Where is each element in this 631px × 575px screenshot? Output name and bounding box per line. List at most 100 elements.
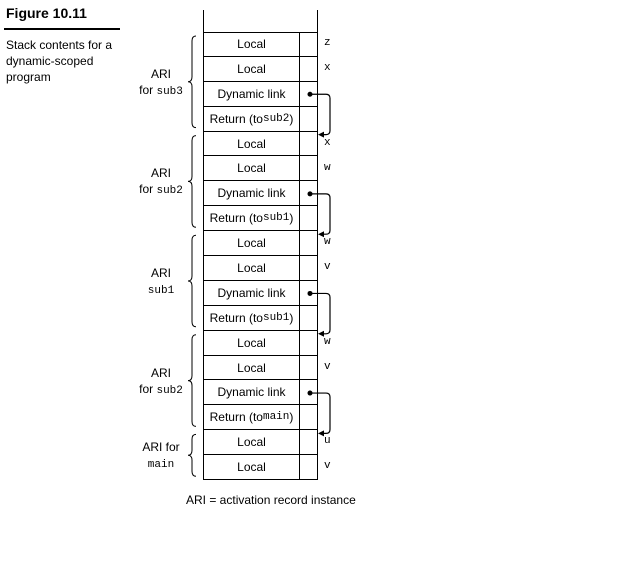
stack-cell: Local bbox=[203, 32, 318, 57]
cell-code: sub1 bbox=[262, 311, 290, 324]
stack-cell: Local bbox=[203, 156, 318, 182]
ari-label-bottom: for sub3 bbox=[126, 82, 196, 100]
cell-label: Local bbox=[204, 56, 300, 81]
stack-top-open bbox=[203, 10, 318, 32]
stack-cell: Local bbox=[203, 231, 318, 257]
cell-text: Local bbox=[237, 260, 266, 275]
ari-label-prefix: for bbox=[139, 82, 157, 97]
variable-name: w bbox=[324, 335, 331, 348]
variable-name: w bbox=[324, 236, 331, 249]
ari-label-code: sub2 bbox=[156, 384, 183, 397]
cell-text: Local bbox=[237, 360, 266, 375]
cell-text: Local bbox=[237, 335, 266, 350]
cell-side bbox=[300, 57, 317, 81]
cell-suffix: ) bbox=[289, 211, 294, 226]
ari-label: ARI for main bbox=[126, 439, 196, 473]
cell-label: Dynamic link bbox=[204, 81, 300, 106]
stack-cell: Local bbox=[203, 455, 318, 481]
cell-side bbox=[300, 356, 317, 380]
stack-cell: Local bbox=[203, 131, 318, 157]
cell-side bbox=[300, 331, 317, 355]
cell-label: Dynamic link bbox=[204, 181, 300, 206]
cell-label: Dynamic link bbox=[204, 280, 300, 305]
cell-side bbox=[300, 455, 317, 479]
ari-label-code: sub1 bbox=[147, 285, 175, 297]
ari-label: ARI sub1 bbox=[126, 265, 196, 299]
ari-label-top: ARI bbox=[150, 66, 171, 81]
ari-label-bottom: sub1 bbox=[126, 281, 196, 299]
cell-side bbox=[300, 156, 317, 180]
cell-text: Return (to bbox=[209, 211, 263, 226]
cell-text: Return (to bbox=[209, 410, 263, 425]
cell-suffix: ) bbox=[289, 310, 294, 325]
cell-label: Return (to sub2) bbox=[204, 106, 300, 131]
cell-label: Local bbox=[204, 430, 300, 455]
ari-label-top: ARI bbox=[150, 166, 171, 181]
cell-text: Local bbox=[237, 236, 266, 251]
cell-side bbox=[300, 405, 317, 429]
cell-text: Local bbox=[237, 136, 266, 151]
stack-cell: Local bbox=[203, 256, 318, 281]
variable-name: z bbox=[324, 37, 331, 49]
stack-cell: Local bbox=[203, 56, 318, 82]
stack-cell: Return (to sub1) bbox=[203, 206, 318, 232]
variable-name: x bbox=[324, 61, 331, 74]
cell-text: Return (to bbox=[209, 310, 263, 325]
ari-label-bottom: for sub2 bbox=[126, 181, 196, 199]
cell-side bbox=[300, 281, 317, 305]
variable-name: x bbox=[324, 136, 331, 149]
cell-label: Local bbox=[204, 355, 300, 380]
cell-side bbox=[300, 380, 317, 404]
stack-cell: Local bbox=[203, 355, 318, 381]
ari-label-top: ARI for bbox=[142, 440, 180, 455]
ari-label-code: sub3 bbox=[156, 85, 183, 98]
cell-label: Local bbox=[204, 256, 300, 280]
cell-side bbox=[300, 33, 317, 56]
cell-label: Return (to sub1) bbox=[204, 305, 300, 330]
cell-side bbox=[300, 231, 317, 255]
cell-label: Local bbox=[204, 156, 300, 181]
cell-label: Local bbox=[204, 330, 300, 355]
title-rule bbox=[4, 28, 120, 30]
cell-label: Local bbox=[204, 455, 300, 480]
legend-note: ARI = activation record instance bbox=[186, 493, 356, 507]
cell-label: Local bbox=[204, 131, 300, 156]
cell-text: Return (to bbox=[209, 111, 263, 126]
cell-text: Dynamic link bbox=[217, 86, 286, 101]
cell-text: Local bbox=[237, 37, 266, 52]
cell-text: Dynamic link bbox=[217, 285, 286, 300]
stack-cell: Return (to sub1) bbox=[203, 305, 318, 331]
stack-cell: Dynamic link bbox=[203, 280, 318, 306]
ari-label-prefix: for bbox=[139, 182, 157, 197]
cell-side bbox=[300, 132, 317, 156]
cell-label: Return (to main) bbox=[204, 405, 300, 430]
stack-cell: Local bbox=[203, 430, 318, 456]
cell-side bbox=[300, 306, 317, 330]
cell-label: Local bbox=[204, 231, 300, 256]
cell-text: Local bbox=[237, 460, 266, 475]
cell-code: sub2 bbox=[262, 112, 290, 125]
variable-name: v bbox=[324, 360, 331, 373]
stack-cell: Dynamic link bbox=[203, 380, 318, 406]
cell-code: main bbox=[262, 411, 290, 424]
cell-text: Local bbox=[237, 161, 266, 176]
cell-label: Dynamic link bbox=[204, 380, 300, 405]
cell-suffix: ) bbox=[289, 410, 294, 425]
ari-label-top: ARI bbox=[150, 266, 171, 280]
cell-side bbox=[300, 430, 317, 454]
stack-cell: Return (to main) bbox=[203, 405, 318, 431]
variable-name: u bbox=[324, 435, 331, 448]
ari-label-code: main bbox=[147, 459, 175, 472]
ari-label-code: sub2 bbox=[156, 185, 183, 198]
cell-label: Local bbox=[204, 33, 300, 56]
figure-title: Figure 10.11 bbox=[6, 5, 87, 21]
ari-label-bottom: for sub2 bbox=[126, 381, 196, 399]
figure-caption: Stack contents for a dynamic-scoped prog… bbox=[6, 38, 113, 84]
stack-cell: Local bbox=[203, 330, 318, 356]
cell-side bbox=[300, 181, 317, 205]
cell-side bbox=[300, 82, 317, 106]
variable-name: v bbox=[324, 261, 331, 274]
